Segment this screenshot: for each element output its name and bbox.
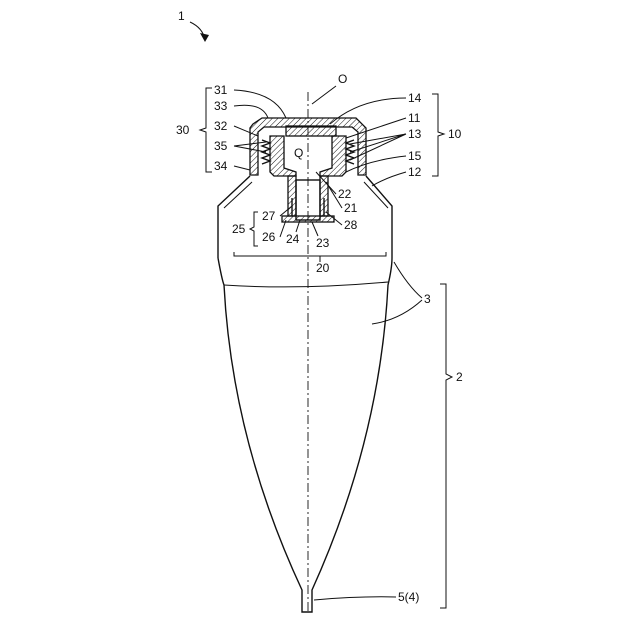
label-25: 25 (232, 222, 246, 236)
valve-plate (282, 216, 334, 222)
shoulder-inner-right (364, 182, 388, 208)
leader-3a (394, 262, 422, 298)
bag-rim (224, 282, 388, 287)
label-27: 27 (262, 209, 276, 223)
leader-23 (312, 222, 318, 236)
leader-34 (234, 166, 250, 170)
leader-5-4 (314, 597, 396, 600)
label-13: 13 (408, 127, 422, 141)
label-20: 20 (316, 261, 330, 275)
leader-15 (346, 156, 406, 172)
leader-3b (372, 300, 422, 324)
label-14: 14 (408, 91, 422, 105)
brace-20 (234, 252, 386, 262)
label-35: 35 (214, 139, 228, 153)
brace-2 (440, 284, 452, 608)
label-q: Q (294, 146, 303, 160)
label-15: 15 (408, 149, 422, 163)
label-21: 21 (344, 201, 358, 215)
brace-30 (200, 88, 212, 172)
mouth-right-wall (320, 136, 346, 176)
label-33: 33 (214, 99, 228, 113)
label-22: 22 (338, 187, 352, 201)
label-32: 32 (214, 119, 228, 133)
leader-33 (234, 105, 268, 118)
label-31: 31 (214, 83, 228, 97)
label-12: 12 (408, 165, 422, 179)
label-26: 26 (262, 230, 276, 244)
label-24: 24 (286, 232, 300, 246)
mouth-left-wall (270, 136, 296, 176)
brace-10 (432, 94, 444, 176)
label-2: 2 (456, 370, 463, 384)
brace-25 (250, 212, 258, 246)
shoulder-inner-left (224, 182, 252, 208)
cap-top-plate (286, 126, 336, 136)
figure-number-label: 1 (178, 9, 185, 23)
label-11: 11 (408, 111, 421, 125)
leader-31 (234, 90, 286, 118)
label-30: 30 (176, 123, 190, 137)
label-28: 28 (344, 218, 358, 232)
label-5-4: 5(4) (398, 590, 419, 604)
label-23: 23 (316, 236, 330, 250)
label-34: 34 (214, 159, 228, 173)
label-3: 3 (424, 292, 431, 306)
bag-outline (218, 258, 392, 612)
axis-label-o: O (338, 72, 347, 86)
leader-12 (372, 172, 406, 186)
figure-arrowhead (200, 33, 209, 42)
axis-leader (312, 86, 336, 104)
label-10: 10 (448, 127, 462, 141)
